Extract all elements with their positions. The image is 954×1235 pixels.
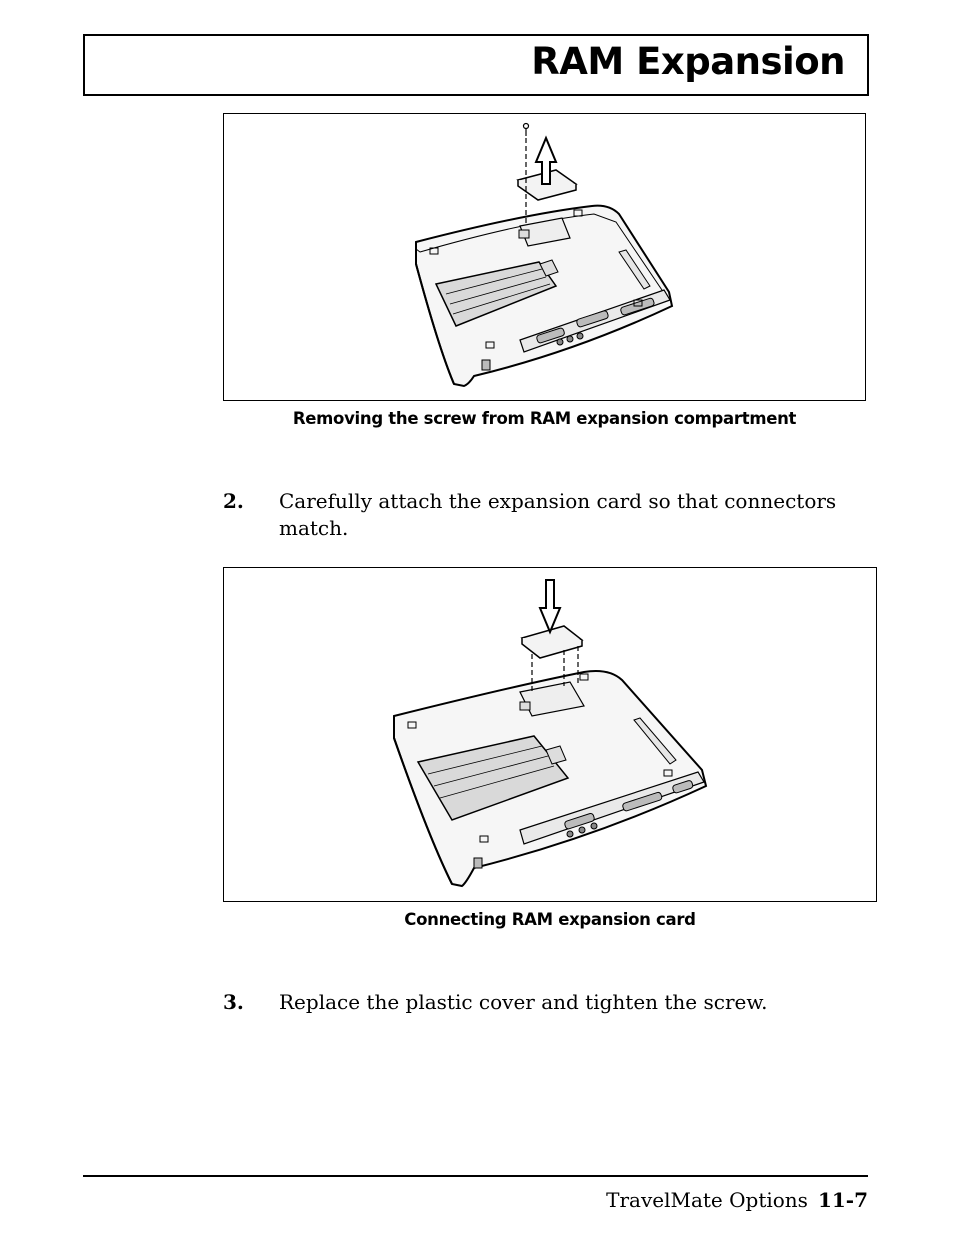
figure-connect-card xyxy=(223,567,877,902)
figure-remove-screw xyxy=(223,113,866,401)
footer-divider xyxy=(83,1175,868,1177)
footer-page-number: 11-7 xyxy=(817,1188,868,1212)
step-item: 2. Carefully attach the expansion card s… xyxy=(223,488,873,542)
step-text: Replace the plastic cover and tighten th… xyxy=(279,990,768,1014)
step-number: 2. xyxy=(223,489,244,513)
figure-caption: Removing the screw from RAM expansion co… xyxy=(292,409,797,428)
page-title-box: RAM Expansion xyxy=(83,34,869,96)
laptop-illustration-1 xyxy=(415,122,674,388)
figure-caption: Connecting RAM expansion card xyxy=(404,910,696,929)
footer-section-title: TravelMate Options xyxy=(606,1188,808,1212)
page-footer: TravelMate Options 11-7 xyxy=(606,1188,868,1212)
laptop-illustration-2 xyxy=(393,579,708,888)
step-text: Carefully attach the expansion card so t… xyxy=(279,489,837,540)
step-number: 3. xyxy=(223,990,244,1014)
page-title: RAM Expansion xyxy=(531,40,845,83)
step-item: 3. Replace the plastic cover and tighten… xyxy=(223,989,873,1016)
